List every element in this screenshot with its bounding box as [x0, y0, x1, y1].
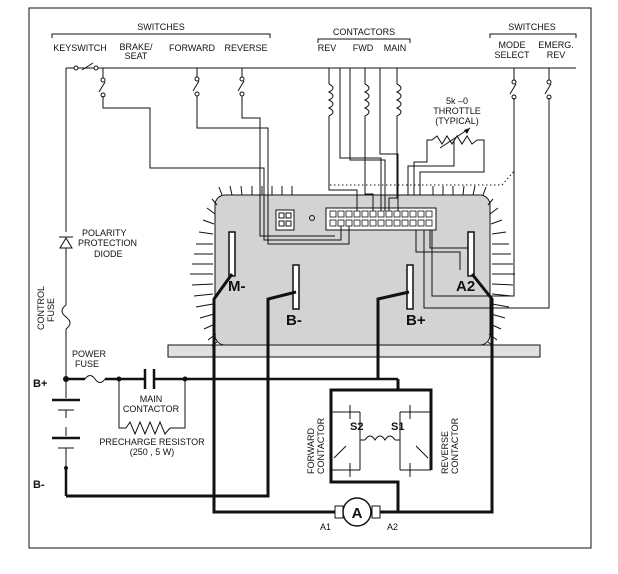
brake-seat-switch-symbol: [98, 68, 106, 98]
brake-seat-label-2: SEAT: [125, 51, 148, 61]
reverse-switch-label: REVERSE: [224, 43, 267, 53]
header-contactors: CONTACTORS: [317, 27, 411, 43]
diode-label-3: DIODE: [94, 249, 123, 259]
terminal-b-plus: B+: [406, 264, 426, 329]
power-fuse-label-1: POWER: [72, 349, 107, 359]
terminal-b-minus: B-: [286, 264, 302, 329]
throttle-label-3: (TYPICAL): [435, 116, 479, 126]
reverse-switch-symbol: [237, 68, 245, 97]
fwd-contactor-vert-label-1: FORWARD: [306, 428, 316, 474]
motor-a1-label: A1: [320, 522, 331, 532]
rev-coil-symbol: [327, 68, 334, 148]
header-switches-right-text: SWITCHES: [508, 22, 556, 32]
battery-symbol: [52, 376, 80, 496]
motor-symbol-letter: A: [352, 505, 363, 522]
rev-contactor-vert-label-2: CONTACTOR: [450, 417, 460, 474]
reversing-contactor-assembly: [329, 405, 433, 477]
control-fuse-symbol: [61, 304, 71, 378]
battery-b-minus-label: B-: [33, 479, 45, 491]
throttle-label-2: THROTTLE: [433, 106, 481, 116]
motor-a2-label: A2: [387, 522, 398, 532]
forward-switch-symbol: [192, 68, 200, 97]
precharge-resistor-symbol: [118, 379, 186, 436]
field-s2-label: S2: [350, 421, 363, 433]
motor-controller-body: [167, 194, 541, 358]
main-coil-symbol: [395, 68, 402, 152]
main-connector-block: [325, 207, 437, 231]
battery-b-plus-label: B+: [33, 378, 47, 390]
precharge-label-1: PRECHARGE RESISTOR: [99, 437, 205, 447]
main-contactor-label-2: CONTACTOR: [123, 404, 180, 414]
main-contactor-coil-label: MAIN: [384, 43, 407, 53]
diode-label-1: POLARITY: [82, 228, 127, 238]
controller-base-plate: [167, 344, 541, 358]
motor-armature-symbol: A: [334, 497, 381, 527]
throttle-label-1: 5k –0: [446, 96, 468, 106]
header-switches-left: SWITCHES: [51, 22, 271, 38]
emerg-rev-label-2: REV: [547, 50, 566, 60]
header-switches-right: SWITCHES: [489, 22, 577, 38]
terminal-a2: A2: [456, 231, 475, 295]
small-connector: [275, 209, 315, 231]
emerg-rev-switch-symbol: [544, 68, 552, 100]
mode-select-label-1: MODE: [499, 40, 526, 50]
diagram-frame: [28, 7, 592, 549]
mode-select-switch-symbol: [509, 68, 517, 100]
fwd-contactor-vert-label-2: CONTACTOR: [316, 417, 326, 474]
terminal-a2-label: A2: [456, 278, 475, 295]
precharge-label-2: (250 , 5 W): [130, 447, 175, 457]
polarity-diode-symbol: [59, 236, 73, 305]
terminal-b-plus-label: B+: [406, 312, 426, 329]
throttle-potentiometer: 5k –0 THROTTLE (TYPICAL): [407, 96, 485, 208]
rev-contactor-label: REV: [318, 43, 337, 53]
control-fuse-label-2: FUSE: [46, 298, 56, 322]
brake-seat-label-1: BRAKE/: [119, 42, 153, 52]
header-switches-left-text: SWITCHES: [137, 22, 185, 32]
emerg-rev-label-1: EMERG.: [538, 40, 574, 50]
main-contactor-label-1: MAIN: [140, 394, 163, 404]
power-fuse-label-2: FUSE: [75, 359, 99, 369]
terminal-m-minus-label: M-: [228, 278, 246, 295]
control-wiring: [102, 68, 550, 309]
fwd-contactor-label: FWD: [353, 43, 374, 53]
terminal-b-minus-label: B-: [286, 312, 302, 329]
control-fuse-label-1: CONTROL: [36, 286, 46, 330]
field-s1-label: S1: [391, 421, 404, 433]
mode-select-label-2: SELECT: [494, 50, 530, 60]
power-wiring: [66, 273, 494, 514]
main-contactor-symbol: [143, 369, 398, 389]
fwd-coil-symbol: [363, 68, 370, 150]
power-fuse-symbol: [66, 375, 145, 383]
dotted-signal-line: [330, 169, 516, 186]
keyswitch-symbol: [73, 62, 99, 71]
header-contactors-text: CONTACTORS: [333, 27, 395, 37]
keyswitch-label: KEYSWITCH: [53, 43, 107, 53]
rev-contactor-vert-label-1: REVERSE: [440, 431, 450, 474]
controller-heatsink-fins-left: [190, 185, 293, 347]
forward-switch-label: FORWARD: [169, 43, 215, 53]
diode-label-2: PROTECTION: [78, 238, 137, 248]
